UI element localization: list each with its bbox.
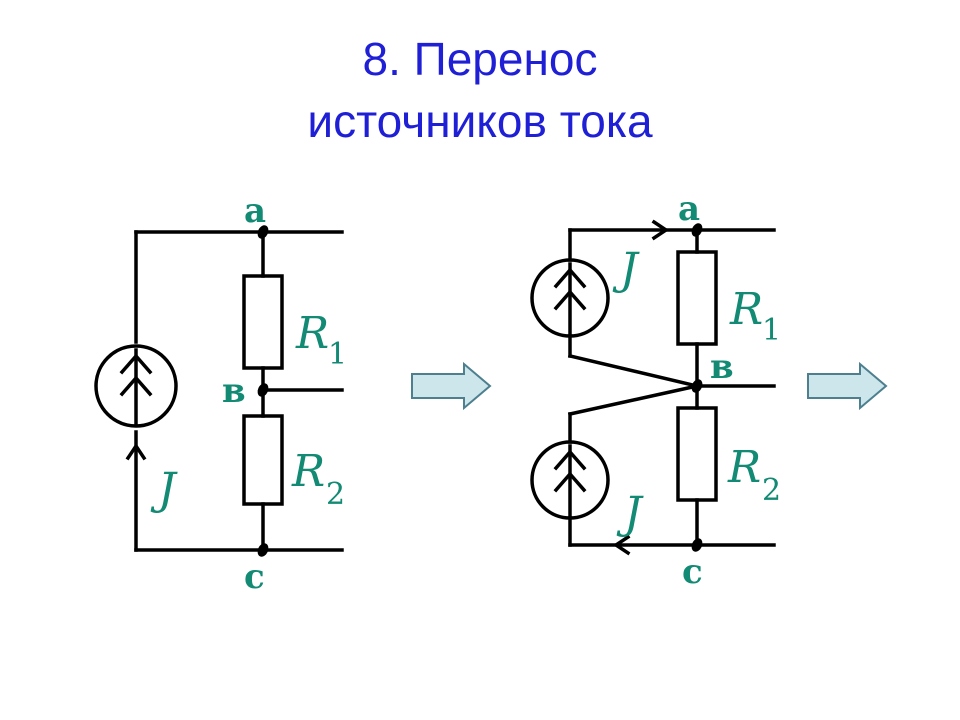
left-source-label: J	[150, 464, 178, 515]
right-node-b-to-bottom-source	[567, 383, 700, 417]
right-top-source-label: J	[612, 244, 640, 295]
right-top-source-to-node-b	[567, 353, 700, 389]
slide-title: 8. Перенос источников тока	[0, 28, 960, 152]
left-r1-index: 1	[328, 337, 347, 372]
left-labels: a в c R 1 R 2 J	[150, 191, 347, 597]
right-r2-index: 2	[762, 473, 781, 508]
right-r1-symbol: R	[729, 284, 763, 335]
left-node-a-label: a	[244, 191, 266, 231]
left-source-arrows	[119, 348, 153, 426]
right-r1-resistor	[676, 250, 718, 346]
right-node-b-dot	[691, 379, 703, 393]
next-step-arrow	[411, 361, 492, 411]
left-node-c-dot	[257, 543, 269, 557]
right-node-a-dot	[691, 223, 703, 237]
right-bottom-current-source	[530, 440, 610, 520]
title-line-1: 8. Перенос	[362, 33, 598, 85]
right-node-a-label: a	[678, 189, 700, 229]
right-top-current-source	[530, 258, 610, 338]
next-step-arrow	[807, 361, 888, 411]
right-node-c-dot	[691, 538, 703, 552]
left-node-b-dot	[257, 383, 269, 397]
right-bottom-current-direction-arrow	[612, 534, 631, 556]
left-r2-symbol: R	[291, 446, 325, 497]
left-r2-index: 2	[326, 477, 345, 512]
right-r1-index: 1	[762, 313, 781, 348]
left-r1-symbol: R	[295, 308, 329, 359]
right-bottom-source-label: J	[616, 488, 644, 539]
left-node-b-label: в	[222, 371, 246, 411]
left-r2-resistor	[242, 414, 284, 506]
right-r2-resistor	[676, 406, 718, 502]
right-r2-symbol: R	[727, 442, 761, 493]
left-node-a-dot	[257, 225, 269, 239]
right-circuit	[530, 219, 776, 556]
left-current-source	[94, 344, 178, 428]
right-node-c-label: c	[682, 552, 703, 592]
right-top-current-direction-arrow	[651, 219, 670, 241]
left-circuit	[94, 225, 344, 557]
right-node-b-label: в	[710, 347, 734, 387]
right-top-source-arrows	[553, 262, 587, 336]
left-node-c-label: c	[244, 557, 265, 597]
left-current-direction-arrow	[125, 442, 147, 461]
left-r1-resistor	[242, 274, 284, 370]
title-line-2: источников тока	[307, 95, 653, 147]
right-bottom-source-arrows	[553, 444, 587, 518]
